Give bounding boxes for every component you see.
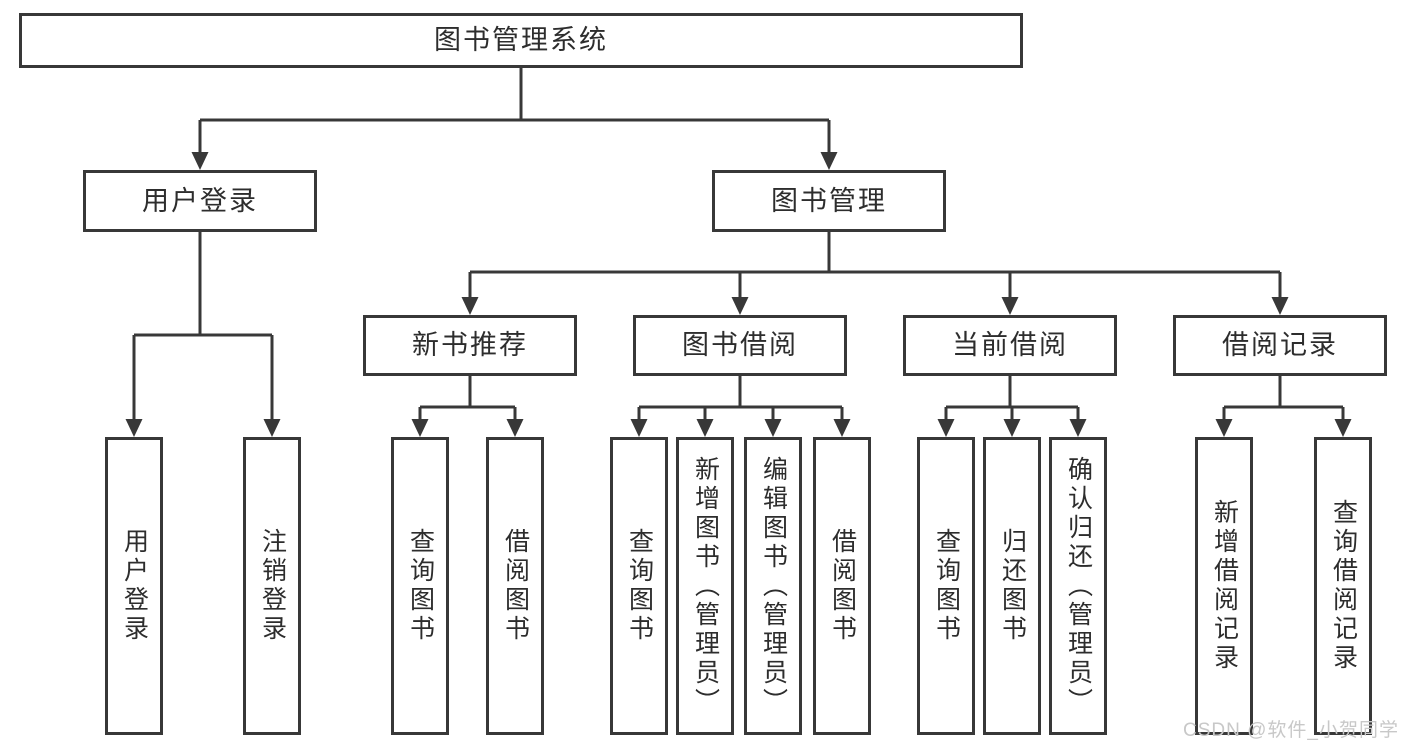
leaf-query-books-current: 查询图书 <box>917 437 975 735</box>
node-library-management-system: 图书管理系统 <box>19 13 1023 68</box>
node-user-login: 用户登录 <box>83 170 317 232</box>
arrow-icon <box>191 152 209 170</box>
node-label: 当前借阅 <box>952 330 1068 360</box>
leaf-label: 借阅图书 <box>828 528 857 644</box>
leaf-label: 新增图书（管理员） <box>691 455 720 717</box>
leaf-label: 查询借阅记录 <box>1329 499 1358 673</box>
arrow-icon <box>411 419 429 437</box>
node-label: 图书管理系统 <box>434 25 608 55</box>
leaf-edit-books-admin: 编辑图书（管理员） <box>744 437 802 735</box>
node-label: 借阅记录 <box>1222 330 1338 360</box>
arrow-icon <box>1069 419 1087 437</box>
leaf-query-books-recommend: 查询图书 <box>391 437 449 735</box>
node-label: 用户登录 <box>142 185 258 216</box>
arrow-icon <box>764 419 782 437</box>
node-book-management: 图书管理 <box>712 170 946 232</box>
leaf-borrow-books-recommend: 借阅图书 <box>486 437 544 735</box>
leaf-label: 编辑图书（管理员） <box>759 455 788 717</box>
csdn-watermark: CSDN @软件_小贺同学 <box>1183 720 1399 741</box>
arrow-icon <box>1001 297 1019 315</box>
leaf-label: 借阅图书 <box>501 528 530 644</box>
leaf-label: 归还图书 <box>998 528 1027 644</box>
arrow-icon <box>263 419 281 437</box>
node-book-borrowing: 图书借阅 <box>633 315 847 376</box>
leaf-label: 确认归还（管理员） <box>1064 455 1093 717</box>
node-new-book-recommendation: 新书推荐 <box>363 315 577 376</box>
arrow-icon <box>820 152 838 170</box>
leaf-confirm-return-admin: 确认归还（管理员） <box>1049 437 1107 735</box>
arrow-icon <box>1003 419 1021 437</box>
arrow-icon <box>1215 419 1233 437</box>
arrow-icon <box>731 297 749 315</box>
leaf-query-books-borrow: 查询图书 <box>610 437 668 735</box>
node-label: 图书管理 <box>771 185 887 216</box>
tree-edges <box>132 68 1345 421</box>
node-borrowing-records: 借阅记录 <box>1173 315 1387 376</box>
leaf-add-borrow-record: 新增借阅记录 <box>1195 437 1253 735</box>
leaf-label: 用户登录 <box>120 528 149 644</box>
arrow-icon <box>461 297 479 315</box>
leaf-label: 查询图书 <box>932 528 961 644</box>
arrow-icon <box>1271 297 1289 315</box>
arrow-icon <box>696 419 714 437</box>
leaf-borrow-books: 借阅图书 <box>813 437 871 735</box>
arrow-icon <box>506 419 524 437</box>
leaf-label: 查询图书 <box>406 528 435 644</box>
arrow-icon <box>833 419 851 437</box>
arrowheads <box>125 152 1352 437</box>
leaf-label: 查询图书 <box>625 528 654 644</box>
leaf-label: 新增借阅记录 <box>1210 499 1239 673</box>
leaf-logout: 注销登录 <box>243 437 301 735</box>
arrow-icon <box>1334 419 1352 437</box>
arrow-icon <box>937 419 955 437</box>
leaf-add-books-admin: 新增图书（管理员） <box>676 437 734 735</box>
arrow-icon <box>630 419 648 437</box>
leaf-return-books: 归还图书 <box>983 437 1041 735</box>
leaf-query-borrow-record: 查询借阅记录 <box>1314 437 1372 735</box>
leaf-user-login: 用户登录 <box>105 437 163 735</box>
node-label: 图书借阅 <box>682 330 798 360</box>
node-label: 新书推荐 <box>412 330 528 360</box>
node-current-borrowing: 当前借阅 <box>903 315 1117 376</box>
leaf-label: 注销登录 <box>258 528 287 644</box>
arrow-icon <box>125 419 143 437</box>
